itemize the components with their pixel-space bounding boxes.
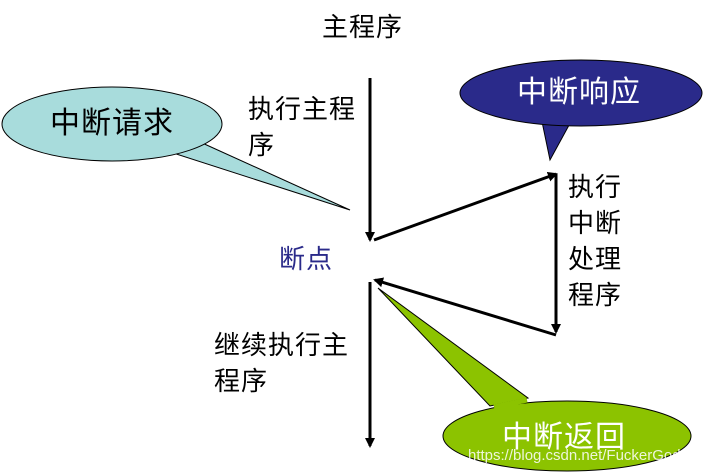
isr-label-line1: 执行 bbox=[568, 173, 623, 203]
interrupt-response-text: 中断响应 bbox=[517, 75, 641, 110]
continue-label-line2: 程序 bbox=[214, 367, 269, 397]
isr-label-line3: 处理 bbox=[568, 245, 623, 275]
isr-label-line2: 中断 bbox=[568, 209, 623, 239]
interrupt-return-callout bbox=[377, 287, 692, 472]
exec-main-label-line2: 序 bbox=[248, 131, 276, 161]
breakpoint-label: 断点 bbox=[279, 245, 334, 275]
isr-label-line4: 程序 bbox=[568, 281, 623, 311]
main-program-title: 主程序 bbox=[322, 13, 404, 43]
interrupt-request-text: 中断请求 bbox=[50, 106, 174, 141]
interrupt-return-arrow bbox=[373, 277, 557, 337]
watermark-url: https://blog.csdn.net/FuckerGod bbox=[468, 447, 681, 464]
exec-main-label-line1: 执行主程 bbox=[248, 95, 357, 125]
continue-label-line1: 继续执行主 bbox=[214, 331, 350, 361]
interrupt-response-arrow bbox=[373, 172, 558, 242]
interrupt-return-text: 中断返回 bbox=[502, 420, 626, 455]
interrupt-response-callout bbox=[459, 59, 703, 162]
interrupt-request-callout bbox=[1, 86, 351, 211]
